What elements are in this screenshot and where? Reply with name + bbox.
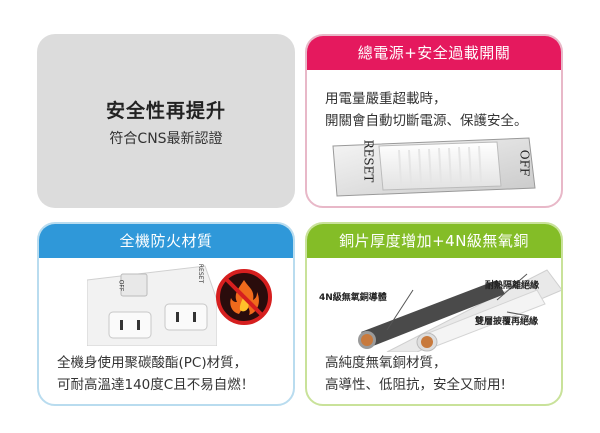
safety-subtitle: 符合CNS最新認證 — [109, 131, 223, 147]
reset-label: RESET — [361, 139, 376, 183]
power-strip-graphic — [86, 265, 218, 347]
rocker-switch-image: RESET OFF — [329, 136, 539, 198]
copper-card: 銅片厚度增加+4N級無氧銅 4N級無氧銅導體 耐熱隔離絕緣 雙層披覆再絕緣 高純… — [305, 222, 563, 406]
fireproof-card-description: 全機身使用聚碳酸酯(PC)材質， 可耐高溫達140度C且不易自燃！ — [57, 352, 254, 396]
copper-card-description: 高純度無氧銅材質， 高導性、低阻抗，安全又耐用! — [325, 352, 506, 396]
copper-desc-line-1: 高純度無氧銅材質， — [325, 355, 447, 371]
no-fire-icon — [215, 268, 273, 326]
power-strip-image: OFF RESET — [86, 260, 218, 347]
fireproof-desc-line-1: 全機身使用聚碳酸酯(PC)材質， — [57, 355, 248, 371]
off-label: OFF — [517, 149, 532, 177]
copper-card-header: 銅片厚度增加+4N級無氧銅 — [307, 224, 561, 258]
switch-card-header: 總電源+安全過載開關 — [307, 36, 561, 70]
fireproof-card: 全機防火材質 OFF RESET 全機身使用聚碳酸酯(PC — [37, 222, 295, 406]
sheath-label: 雙層披覆再絕緣 — [475, 317, 539, 327]
switch-card-description: 用電量嚴重超載時， 開關會自動切斷電源、保護安全。 — [325, 88, 528, 132]
insulation-label: 耐熱隔離絕緣 — [485, 281, 540, 291]
switch-desc-line-2: 開關會自動切斷電源、保護安全。 — [325, 113, 528, 129]
rocker-switch-graphic — [332, 137, 536, 197]
safety-card: 安全性再提升 符合CNS最新認證 — [37, 34, 295, 208]
safety-title: 安全性再提升 — [105, 100, 226, 122]
fireproof-desc-line-2: 可耐高溫達140度C且不易自燃！ — [57, 377, 255, 393]
cable-cross-section-image — [347, 260, 561, 353]
conductor-label: 4N級無氧銅導體 — [319, 293, 387, 303]
copper-desc-line-2: 高導性、低阻抗，安全又耐用! — [325, 377, 506, 393]
strip-off-label: OFF — [117, 279, 125, 292]
cable-graphic — [358, 269, 561, 353]
switch-desc-line-1: 用電量嚴重超載時， — [325, 91, 447, 107]
fireproof-card-header: 全機防火材質 — [39, 224, 293, 258]
switch-card: 總電源+安全過載開關 用電量嚴重超載時， 開關會自動切斷電源、保護安全。 — [305, 34, 563, 208]
strip-reset-label: RESET — [197, 263, 205, 284]
